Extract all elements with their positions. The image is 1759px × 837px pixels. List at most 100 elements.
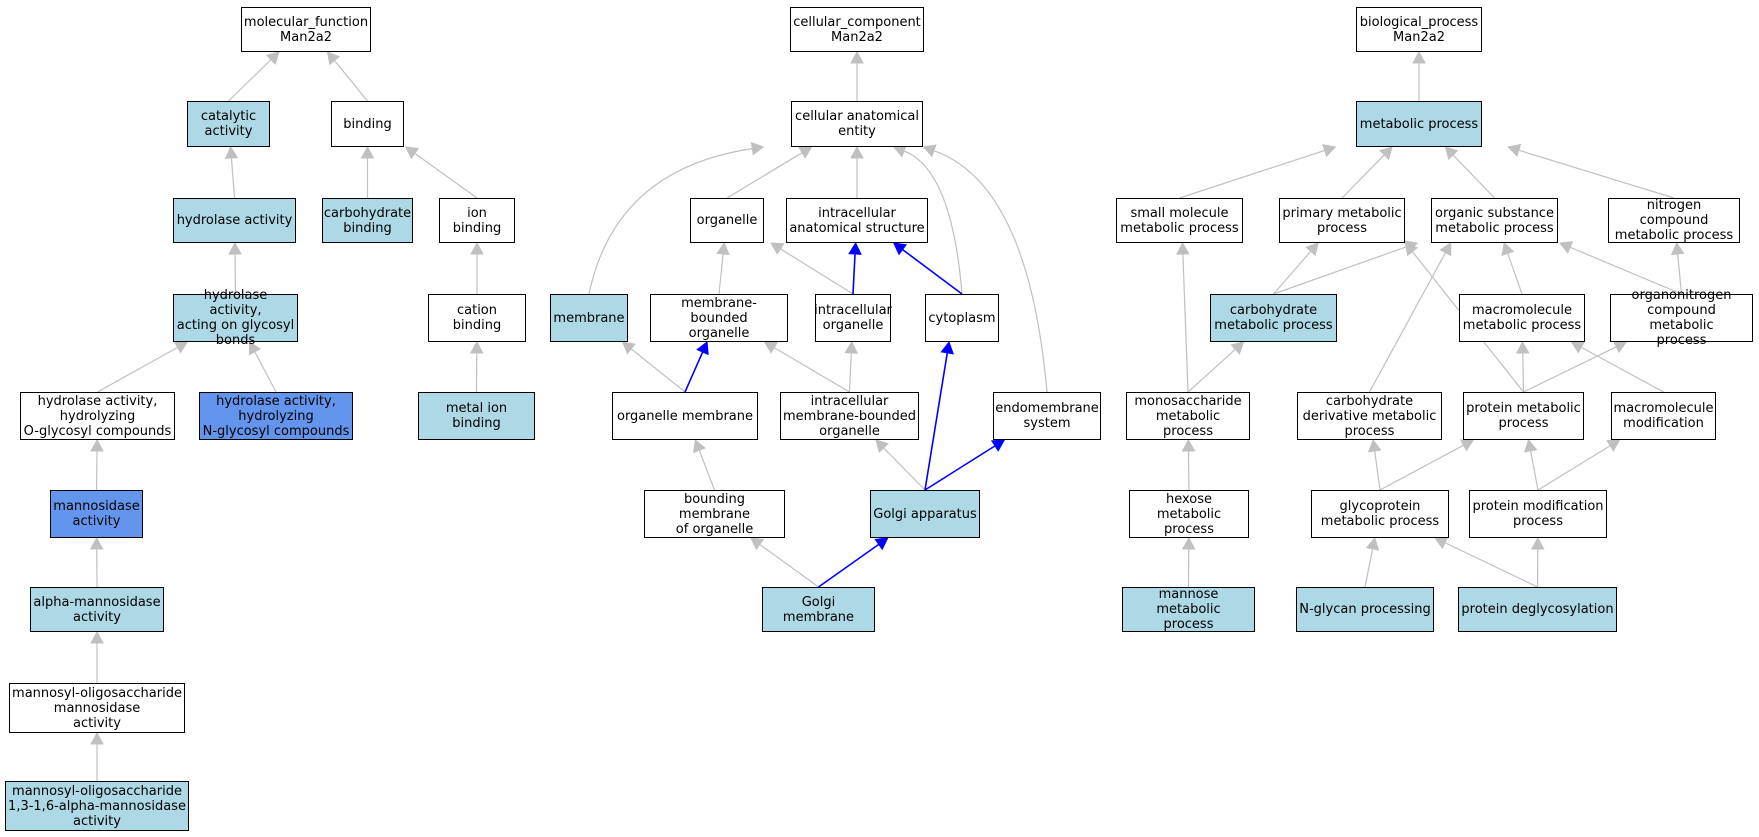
node-small-mol[interactable]: small molecule metabolic process — [1116, 198, 1243, 243]
edge-binding-to-mf-root — [326, 51, 368, 102]
node-carb-met[interactable]: carbohydrate metabolic process — [1210, 294, 1337, 342]
edge-imbo-to-intra-org — [844, 340, 859, 393]
edge-alpha-mann-to-mannosidase — [89, 536, 104, 588]
edge-protein-mod-to-protein-met — [1523, 438, 1539, 491]
edge-deglyc-to-protein-mod — [1530, 536, 1545, 588]
edge-org-membrane-to-mbo — [684, 341, 709, 393]
node-organelle[interactable]: organelle — [690, 198, 764, 243]
node-golgi-mem[interactable]: Golgi membrane — [762, 587, 875, 632]
edge-organonitrogen-to-nitrogen — [1670, 241, 1685, 295]
edge-cation-binding-to-ion-binding — [470, 241, 484, 294]
node-endomembrane[interactable]: endomembrane system — [993, 392, 1101, 440]
node-membrane[interactable]: membrane — [550, 294, 628, 342]
node-catalytic[interactable]: catalytic activity — [187, 101, 270, 147]
edge-endomembrane-to-cae — [922, 144, 1048, 393]
node-mannosyl-oligo[interactable]: mannosyl-oligosaccharide mannosidase act… — [9, 683, 185, 733]
node-primary-met[interactable]: primary metabolic process — [1279, 198, 1405, 243]
node-mannose-met[interactable]: mannose metabolic process — [1122, 587, 1255, 632]
node-hyd-oglyc[interactable]: hydrolase activity, hydrolyzing O-glycos… — [20, 392, 175, 440]
node-bp-root[interactable]: biological_process Man2a2 — [1356, 7, 1482, 52]
edge-protein-mod-to-macromol-mod — [1537, 439, 1621, 491]
edge-organelle-to-cae — [726, 146, 813, 199]
node-metal-ion[interactable]: metal ion binding — [418, 392, 535, 440]
node-macromol-met[interactable]: macromolecule metabolic process — [1459, 294, 1585, 342]
node-cc-root[interactable]: cellular_component Man2a2 — [790, 7, 924, 52]
edge-nitrogen-to-metabolic — [1507, 143, 1675, 199]
edge-golgi-to-endomembrane — [924, 439, 1006, 491]
edge-glycoprotein-to-carb-deriv — [1367, 438, 1382, 491]
edge-carb-met-to-primary-met — [1273, 242, 1319, 295]
node-ias[interactable]: intracellular anatomical structure — [786, 198, 928, 243]
node-intra-org[interactable]: intracellular organelle — [814, 294, 892, 342]
edge-hydrolase-to-catalytic — [224, 145, 239, 199]
node-protein-met[interactable]: protein metabolic process — [1463, 392, 1584, 440]
node-golgi[interactable]: Golgi apparatus — [870, 490, 980, 538]
edge-catalytic-to-mf-root — [228, 51, 280, 102]
node-mbo[interactable]: membrane-bounded organelle — [650, 294, 788, 342]
edge-small-mol-to-metabolic — [1179, 144, 1337, 199]
node-org-subst[interactable]: organic substance metabolic process — [1431, 198, 1558, 243]
edge-macromol-met-to-org-subst — [1501, 242, 1523, 295]
node-alpha-mann[interactable]: alpha-mannosidase activity — [30, 587, 164, 632]
node-organonitrogen[interactable]: organonitrogen compound metabolic proces… — [1610, 288, 1753, 348]
edge-organonitrogen-to-org-subst — [1558, 241, 1682, 295]
edge-mannosyl-oligo-to-alpha-mann — [90, 630, 104, 683]
node-metabolic[interactable]: metabolic process — [1356, 101, 1482, 147]
edge-intra-org-to-organelle — [770, 242, 854, 295]
node-monosacch[interactable]: monosaccharide metabolic process — [1126, 392, 1250, 440]
node-carb-binding[interactable]: carbohydrate binding — [322, 198, 413, 243]
node-binding[interactable]: binding — [331, 101, 404, 147]
edge-hexose-to-monosacch — [1181, 438, 1196, 491]
edge-hyd-oglyc-to-hyd-glyc — [97, 341, 189, 393]
node-macromol-mod[interactable]: macromolecule modification — [1611, 392, 1716, 440]
edge-golgi-to-imbo — [875, 439, 926, 491]
edge-hyd-glyc-to-hydrolase — [228, 241, 242, 295]
edge-bmo-to-org-membrane — [693, 439, 716, 491]
node-ion-binding[interactable]: ion binding — [439, 198, 515, 243]
edge-glycoprotein-to-protein-met — [1379, 439, 1475, 491]
edge-golgi-mem-to-golgi — [818, 537, 889, 588]
node-mannosyl-13[interactable]: mannosyl-oligosaccharide 1,3-1,6-alpha-m… — [5, 781, 189, 831]
node-hyd-nglyc[interactable]: hydrolase activity, hydrolyzing N-glycos… — [199, 392, 353, 440]
node-hydrolase[interactable]: hydrolase activity — [173, 198, 296, 243]
edge-mannosyl-13-to-mannosyl-oligo — [90, 731, 104, 781]
edge-membrane-to-cae — [588, 141, 765, 295]
edge-org-subst-to-metabolic — [1444, 146, 1495, 199]
node-nglycan[interactable]: N-glycan processing — [1296, 587, 1434, 632]
node-hyd-glyc[interactable]: hydrolase activity, acting on glycosyl b… — [173, 288, 298, 348]
node-cation-binding[interactable]: cation binding — [428, 294, 526, 342]
node-hexose[interactable]: hexose metabolic process — [1129, 490, 1249, 538]
edge-hyd-nglyc-to-hyd-glyc — [248, 341, 277, 393]
node-mf-root[interactable]: molecular_function Man2a2 — [241, 7, 371, 52]
edge-primary-met-to-metabolic — [1341, 146, 1393, 199]
edge-carb-binding-to-binding — [360, 145, 375, 198]
edge-golgi-mem-to-bmo — [750, 537, 819, 588]
node-glycoprotein[interactable]: glycoprotein metabolic process — [1311, 490, 1449, 538]
node-deglyc[interactable]: protein deglycosylation — [1458, 587, 1617, 632]
node-protein-mod[interactable]: protein modification process — [1469, 490, 1607, 538]
edge-monosacch-to-small-mol — [1176, 241, 1190, 393]
node-cytoplasm[interactable]: cytoplasm — [925, 294, 999, 342]
edge-ias-to-cae — [850, 145, 864, 198]
node-carb-deriv[interactable]: carbohydrate derivative metabolic proces… — [1297, 392, 1442, 440]
edge-intra-org-to-ias — [848, 241, 862, 295]
edge-imbo-to-mbo — [763, 341, 850, 393]
node-bmo[interactable]: bounding membrane of organelle — [644, 490, 785, 538]
node-cae[interactable]: cellular anatomical entity — [791, 101, 923, 147]
edge-protein-met-to-organonitrogen — [1523, 340, 1628, 393]
edge-metal-ion-to-cation-binding — [469, 340, 484, 393]
edge-monosacch-to-carb-met — [1187, 341, 1245, 393]
edge-cae-to-cc-root — [850, 50, 864, 101]
edge-deglyc-to-glycoprotein — [1434, 536, 1538, 588]
node-imbo[interactable]: intracellular membrane-bounded organelle — [780, 392, 919, 440]
node-org-membrane[interactable]: organelle membrane — [612, 392, 758, 440]
edge-cytoplasm-to-ias — [892, 242, 963, 295]
node-mannosidase[interactable]: mannosidase activity — [50, 490, 143, 538]
edge-golgi-to-cytoplasm — [924, 340, 954, 491]
node-nitrogen[interactable]: nitrogen compound metabolic process — [1608, 198, 1740, 243]
edge-mbo-to-organelle — [716, 241, 730, 295]
edge-org-membrane-to-membrane — [621, 341, 686, 393]
edge-carb-met-to-org-subst — [1273, 240, 1419, 295]
